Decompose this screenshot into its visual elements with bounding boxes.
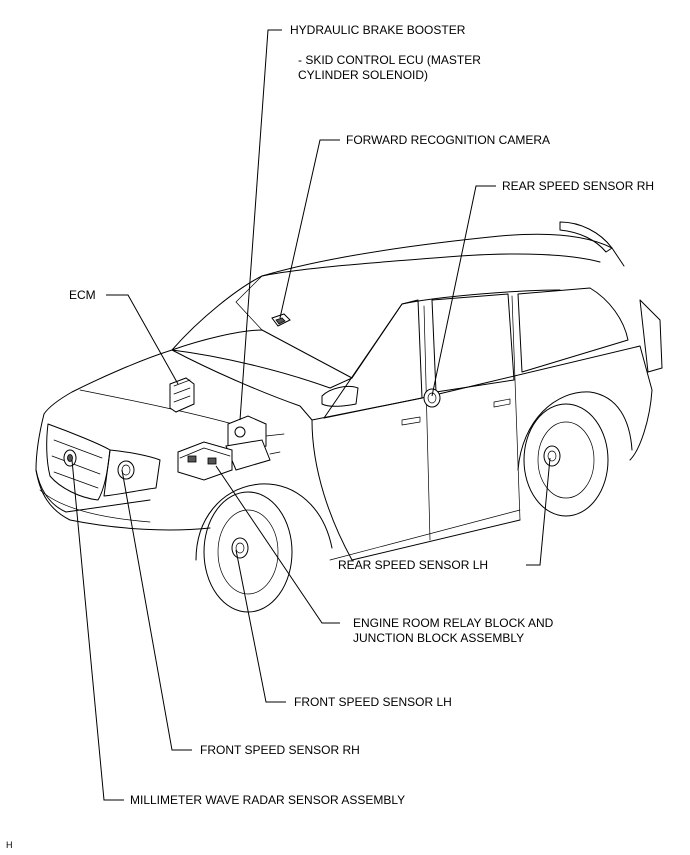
- brake-booster-part: [225, 415, 285, 471]
- label-rear-speed-sensor-rh: REAR SPEED SENSOR RH: [502, 179, 654, 193]
- leader-rear-speed-sensor-lh: [526, 457, 551, 566]
- label-front-speed-sensor-rh: FRONT SPEED SENSOR RH: [200, 743, 360, 757]
- forward-camera-part: [271, 313, 291, 327]
- rear-speed-sensor-lh-part: [543, 445, 561, 467]
- leader-radar-sensor: [71, 459, 124, 801]
- leader-ecm: [106, 294, 179, 385]
- label-relay-block-line1: ENGINE ROOM RELAY BLOCK AND: [353, 616, 554, 630]
- label-skid-control-ecu-line2: CYLINDER SOLENOID): [298, 68, 428, 82]
- label-hydraulic-brake-booster: HYDRAULIC BRAKE BOOSTER: [290, 23, 466, 37]
- leader-front-speed-sensor-rh: [121, 469, 192, 751]
- front-speed-sensor-rh-part: [117, 460, 135, 480]
- label-skid-control-ecu-line1: - SKID CONTROL ECU (MASTER: [298, 53, 481, 67]
- label-relay-block-line2: JUNCTION BLOCK ASSEMBLY: [353, 631, 524, 645]
- corner-mark: H: [6, 840, 13, 850]
- label-millimeter-wave-radar-sensor: MILLIMETER WAVE RADAR SENSOR ASSEMBLY: [130, 793, 405, 807]
- label-front-speed-sensor-lh: FRONT SPEED SENSOR LH: [294, 695, 452, 709]
- label-ecm: ECM: [69, 288, 96, 302]
- vehicle-illustration: [35, 221, 663, 613]
- labels: HYDRAULIC BRAKE BOOSTER - SKID CONTROL E…: [6, 23, 654, 850]
- label-rear-speed-sensor-lh: REAR SPEED SENSOR LH: [338, 558, 488, 572]
- rear-speed-sensor-rh-part: [423, 388, 441, 408]
- relay-block-part: [177, 441, 233, 481]
- label-forward-recognition-camera: FORWARD RECOGNITION CAMERA: [346, 133, 550, 147]
- leader-relay-block: [215, 465, 340, 624]
- leader-rear-speed-sensor-rh: [431, 185, 496, 397]
- radar-sensor-part: [63, 449, 77, 467]
- leader-front-speed-sensor-lh: [235, 549, 286, 703]
- leader-forward-camera: [279, 139, 340, 319]
- leader-lines: [71, 29, 551, 801]
- leader-hydraulic-brake-booster: [239, 29, 282, 421]
- front-speed-sensor-lh-part: [231, 537, 249, 559]
- ecm-part: [169, 377, 195, 413]
